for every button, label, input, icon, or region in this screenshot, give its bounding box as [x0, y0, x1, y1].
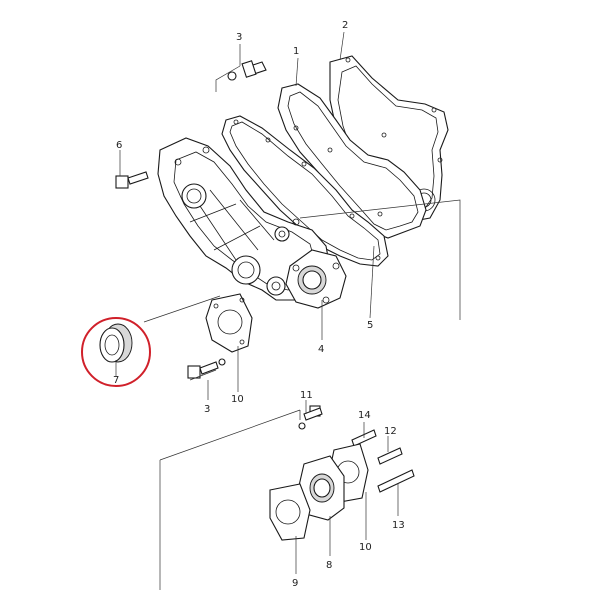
callout-7: 7: [113, 375, 119, 386]
callout-3-top: 3: [236, 32, 242, 43]
callout-10-lower: 10: [359, 542, 372, 553]
bolt-6: [115, 171, 149, 189]
highlight-circle: [81, 317, 151, 387]
callout-8: 8: [326, 560, 332, 571]
callout-10-middle: 10: [231, 394, 244, 405]
callout-9: 9: [292, 578, 298, 589]
callout-2: 2: [342, 20, 348, 31]
callout-12: 12: [384, 426, 397, 437]
gasket-1: [277, 83, 427, 239]
callout-14: 14: [358, 410, 371, 421]
stud-12: [377, 447, 403, 465]
callout-1: 1: [293, 46, 299, 57]
callout-5: 5: [367, 320, 373, 331]
oil-seal-7: [99, 323, 133, 363]
callout-13: 13: [392, 520, 405, 531]
bolt-3-bottom: [187, 358, 226, 379]
callout-11: 11: [300, 390, 313, 401]
gasket-5: [221, 115, 389, 267]
callout-6: 6: [116, 140, 122, 151]
gasket-10-middle: [205, 293, 253, 353]
gasket-9: [269, 483, 311, 541]
callout-3-bottom: 3: [204, 404, 210, 415]
callout-4: 4: [318, 344, 324, 355]
stud-13: [377, 469, 415, 493]
bolt-11: [298, 405, 323, 430]
bolt-3-top: [227, 60, 267, 81]
